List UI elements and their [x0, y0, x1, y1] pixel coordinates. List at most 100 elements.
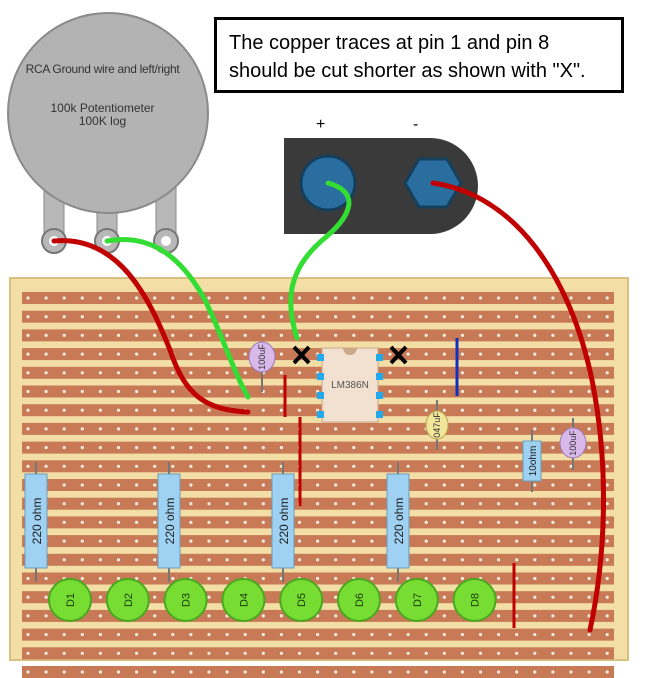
board-hole [207, 333, 211, 337]
board-hole [225, 520, 229, 525]
board-hole [80, 389, 84, 394]
board-hole [352, 651, 356, 655]
board-hole [605, 389, 609, 394]
led-body [105, 578, 150, 622]
board-hole [569, 352, 573, 356]
board-hole [26, 315, 30, 319]
board-hole [497, 539, 501, 543]
board-hole [478, 633, 483, 637]
board-hole [352, 558, 356, 562]
board-hole [243, 315, 247, 319]
board-hole [370, 576, 374, 581]
board-hole [460, 427, 464, 431]
board-hole [515, 670, 519, 674]
board-hole [551, 502, 555, 506]
board-hole [243, 502, 247, 506]
board-hole [98, 633, 102, 637]
board-hole [171, 446, 175, 450]
board-hole [135, 408, 139, 412]
capacitor-100uf-out: 100uF [559, 418, 587, 470]
board-hole [98, 483, 102, 487]
instruction-note-line-2: should be cut shorter as shown with "X". [229, 60, 586, 82]
board-hole [225, 333, 229, 337]
board-hole [189, 315, 193, 319]
board-hole [189, 483, 193, 487]
board-hole [587, 670, 591, 674]
board-hole [605, 558, 609, 562]
board-hole [370, 633, 374, 637]
wire-red-jack [430, 180, 607, 633]
board-hole [189, 651, 193, 655]
board-hole [44, 633, 48, 637]
led-label: D8 [470, 593, 482, 607]
board-hole [587, 576, 591, 581]
board-hole [406, 296, 410, 300]
board-hole [153, 670, 157, 674]
board-hole [243, 427, 247, 431]
board-hole [44, 576, 48, 581]
board-hole [297, 371, 302, 375]
board-hole [98, 315, 102, 319]
board-hole [62, 464, 66, 468]
board-hole [424, 408, 428, 412]
board-hole [80, 483, 84, 487]
board-hole [98, 670, 102, 674]
led-body [221, 578, 266, 622]
board-hole [478, 539, 483, 543]
board-hole [62, 296, 66, 300]
board-hole [261, 651, 265, 655]
board-hole [533, 352, 537, 356]
board-hole [207, 427, 211, 431]
board-hole [135, 333, 139, 337]
board-hole [605, 464, 609, 468]
potentiometer-name: 100k Potentiometer [50, 101, 155, 115]
board-hole [515, 483, 519, 487]
board-hole [569, 576, 573, 581]
board-hole [515, 614, 519, 618]
board-hole [478, 651, 483, 655]
board-hole [515, 446, 519, 450]
board-hole [460, 446, 464, 450]
board-hole [80, 427, 84, 431]
board-hole [62, 670, 66, 674]
board-hole [424, 520, 428, 525]
board-hole [297, 558, 302, 562]
board-hole [62, 539, 66, 543]
board-hole [189, 352, 193, 356]
board-hole [533, 315, 537, 319]
led-body [394, 578, 439, 622]
board-hole [153, 371, 157, 375]
board-hole [334, 576, 338, 581]
board-hole [80, 315, 84, 319]
board-hole [551, 408, 555, 412]
led-d3: D3 [163, 578, 208, 622]
board-hole [533, 576, 537, 581]
board-hole [98, 651, 102, 655]
board-hole [388, 446, 392, 450]
board-hole [424, 539, 428, 543]
board-hole [26, 333, 30, 337]
board-hole [225, 539, 229, 543]
board-hole [225, 670, 229, 674]
board-hole [225, 446, 229, 450]
board-hole [551, 352, 555, 356]
board-hole [243, 633, 247, 637]
board-hole [569, 464, 573, 468]
board-hole [334, 464, 338, 468]
board-hole [370, 520, 374, 525]
board-hole [605, 446, 609, 450]
board-hole [442, 333, 446, 337]
board-hole [135, 296, 139, 300]
board-hole [98, 539, 102, 543]
board-hole [460, 651, 464, 655]
board-hole [352, 315, 356, 319]
board-hole [261, 408, 265, 412]
board-hole [478, 446, 483, 450]
board-hole [153, 558, 157, 562]
board-hole [460, 333, 464, 337]
board-hole [225, 315, 229, 319]
board-hole [442, 371, 446, 375]
wire-red-pot [51, 238, 251, 415]
board-hole [442, 614, 446, 618]
board-hole [207, 651, 211, 655]
